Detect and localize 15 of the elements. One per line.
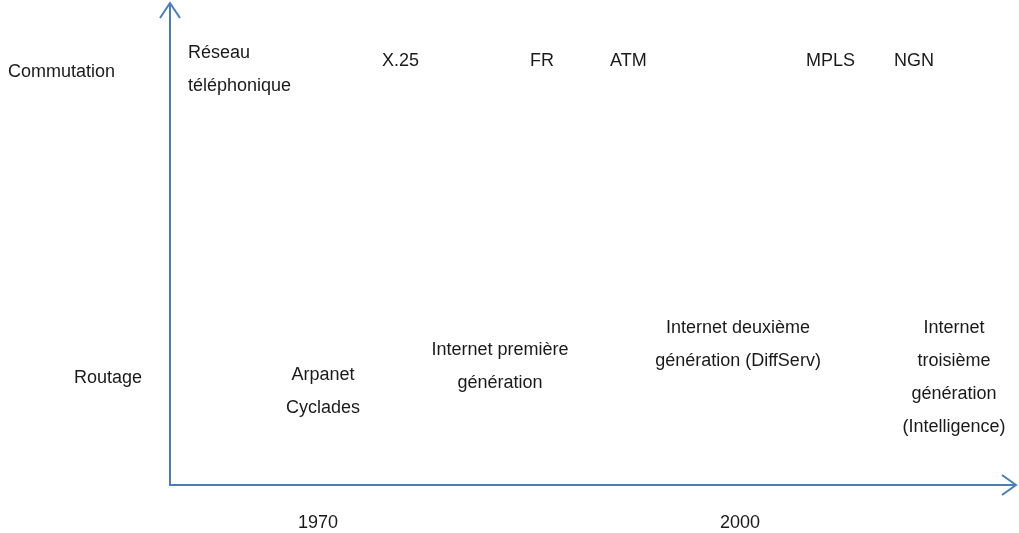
axis-label: 1970 (296, 511, 339, 533)
axis-label: NGN (894, 49, 935, 72)
axis-label: X.25 (382, 49, 421, 72)
axis-label: Cyclades (285, 396, 361, 419)
axis-label: Internet deuxième génération (DiffServ) (654, 316, 822, 372)
axis-label: Arpanet (290, 363, 356, 386)
axis-label: Routage (74, 366, 144, 389)
axis-label: Commutation (8, 60, 117, 83)
axis-label: 2000 (718, 511, 761, 533)
axis-label: FR (530, 49, 555, 72)
axis-label: MPLS (806, 49, 857, 72)
axis-label: Internet première génération (430, 338, 570, 394)
axis-label: Réseau téléphonique (188, 41, 293, 97)
axis-label: ATM (610, 49, 648, 72)
axis-label: Internet troisième génération (Intelligence) (901, 316, 1007, 438)
